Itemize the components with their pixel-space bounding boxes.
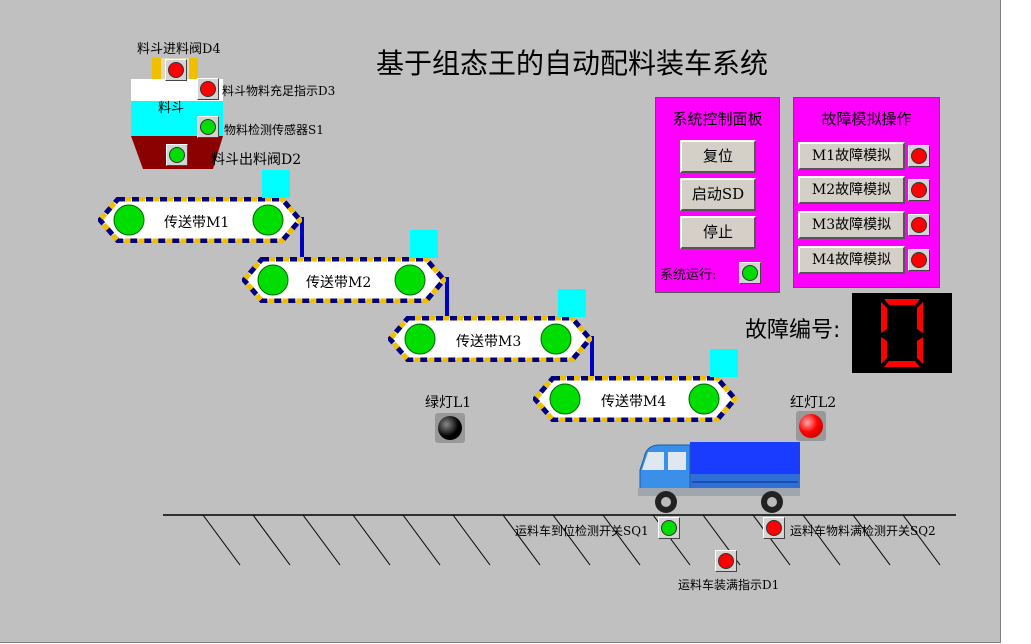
full-switch-label: 运料车物料满检测开关SQ2 [790,524,936,538]
conveyor-m2-sensor [410,230,438,258]
fault-simulation-panel: 故障模拟操作 M1故障模拟 M2故障模拟 M3故障模拟 M4故障模拟 [793,97,940,288]
m1-fault-lamp [908,145,930,167]
m3-fault-lamp [908,214,930,236]
control-panel-title: 系统控制面板 [672,110,763,128]
lamp-icon [200,119,216,135]
seven-segment-display [881,299,923,367]
page-title: 基于组态王的自动配料装车系统 [376,47,769,80]
fault-number-display: 0 [852,293,952,373]
ground [163,514,956,566]
lamp-icon [766,520,782,536]
running-lamp [739,262,761,284]
full-indicator-lamp [197,78,219,100]
m4-fault-button[interactable]: M4故障模拟 [798,246,905,274]
lamp-icon [200,81,216,97]
lamp-icon [911,217,927,233]
stop-button[interactable]: 停止 [680,216,756,249]
green-light [435,413,465,443]
lamp-icon [911,148,927,164]
inlet-valve-lamp [165,59,187,81]
conveyor-m1-sensor [262,170,290,198]
m1-fault-button[interactable]: M1故障模拟 [798,142,905,170]
lamp-icon [742,265,758,281]
lamp-icon [169,147,185,163]
truck-icon [638,442,800,513]
lamp-icon [911,252,927,268]
conveyor-m1-label: 传送带M1 [164,215,230,231]
red-light [796,411,826,441]
m2-fault-button[interactable]: M2故障模拟 [798,176,905,204]
conveyor-m4-sensor [710,349,738,377]
full-indicator-label: 料斗物料充足指示D3 [222,84,336,98]
conveyor-m3 [388,316,592,362]
loaded-indicator-label: 运料车装满指示D1 [678,578,780,592]
fault-panel-title: 故障模拟操作 [821,110,912,128]
running-label: 系统运行: [660,268,717,283]
lamp-icon [661,520,677,536]
m3-fault-button[interactable]: M3故障模拟 [798,211,905,239]
inlet-valve-label: 料斗进料阀D4 [137,42,221,57]
reset-button[interactable]: 复位 [680,140,756,173]
loaded-indicator-lamp [715,550,737,572]
conveyor-m4-label: 传送带M4 [601,394,667,410]
lamp-icon [799,414,823,438]
fault-number-label: 故障编号: [745,318,841,343]
conveyor-m2 [242,257,446,303]
outlet-valve-label: 料斗出料阀D2 [211,152,302,168]
lamp-icon [911,182,927,198]
lamp-icon [438,416,462,440]
sensor-lamp [197,116,219,138]
conveyor-m3-label: 传送带M3 [456,334,522,350]
full-switch-lamp [763,517,785,539]
red-light-label: 红灯L2 [790,395,837,411]
sensor-label: 物料检测传感器S1 [224,123,324,137]
lamp-icon [168,62,184,78]
conveyor-m2-label: 传送带M2 [306,275,372,291]
conveyor-m3-sensor [558,289,586,317]
green-light-label: 绿灯L1 [425,395,472,411]
m2-fault-lamp [908,179,930,201]
lamp-icon [718,553,734,569]
outlet-valve-lamp [166,144,188,166]
position-switch-label: 运料车到位检测开关SQ1 [515,524,649,538]
system-control-panel: 系统控制面板 复位 启动SD 停止 系统运行: [655,97,780,293]
position-switch-lamp [658,517,680,539]
start-button[interactable]: 启动SD [680,178,756,211]
hmi-screen: 基于组态王的自动配料装车系统 料斗 料斗进料阀D4 料斗物料充足指示D3 物料检… [0,0,1001,643]
conveyor-links [300,217,594,378]
hopper-label: 料斗 [158,101,185,116]
conveyor-m4 [533,376,737,422]
m4-fault-lamp [908,249,930,271]
conveyor-m1 [98,197,302,243]
